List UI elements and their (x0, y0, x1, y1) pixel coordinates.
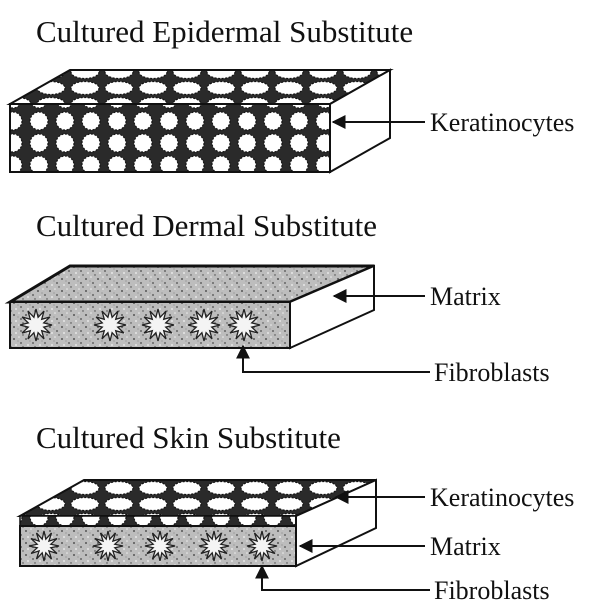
epidermal-band (20, 516, 296, 526)
label-text: Matrix (430, 532, 501, 561)
label-fibroblasts-2: Fibroblasts (243, 346, 550, 387)
label-text: Keratinocytes (430, 108, 574, 137)
label-text: Fibroblasts (434, 576, 550, 602)
panel-title: Cultured Dermal Substitute (36, 208, 377, 243)
pointer-arrow (243, 346, 430, 372)
skin-block (20, 480, 376, 566)
panel-title: Cultured Epidermal Substitute (36, 14, 413, 49)
label-text: Matrix (430, 282, 501, 311)
label-text: Fibroblasts (434, 358, 550, 387)
pointer-arrow (262, 566, 430, 590)
top-face (10, 70, 390, 104)
panel-title: Cultured Skin Substitute (36, 420, 341, 455)
label-fibroblasts-3: Fibroblasts (262, 566, 550, 602)
panel-epidermal: Cultured Epidermal Substitute Keratinocy… (10, 14, 574, 172)
panel-skin: Cultured Skin Substitute Keratinocytes M… (20, 420, 574, 602)
panel-dermal: Cultured Dermal Substitute Matrix Fibrob… (10, 208, 550, 387)
front-face (10, 104, 330, 172)
dermal-block (10, 266, 374, 348)
label-text: Keratinocytes (430, 483, 574, 512)
